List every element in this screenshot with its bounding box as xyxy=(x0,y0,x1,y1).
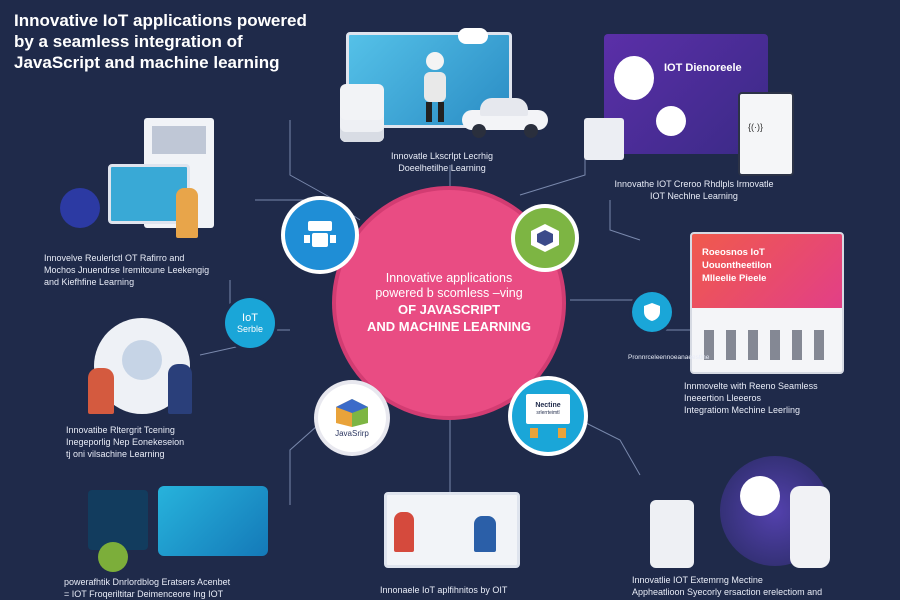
right-panel: Roeosnos IoT Uouontheetilon Mlleelie Pie… xyxy=(690,232,844,374)
node-iot-serble: IoT Serble xyxy=(225,298,275,348)
node-shield xyxy=(632,292,672,332)
sensor-ring-icon xyxy=(656,106,686,136)
caption-bottom-center: Innonaele IoT aplfihnitos by OIT xyxy=(380,585,508,595)
cloud-icon xyxy=(458,28,488,44)
hub-line-1: Innovative applications xyxy=(385,271,513,285)
caption-bottom-left: powerafhtik Dnrlordblog Eratsers Acenbet… xyxy=(64,577,231,599)
top-center-illustration xyxy=(340,24,550,144)
node-javascript: JavaSrirp xyxy=(318,384,386,452)
bottom-right-illustration xyxy=(650,456,850,576)
javascript-label: JavaSrirp xyxy=(335,429,369,438)
central-hub: Innovative applications powered b scomle… xyxy=(336,190,562,416)
robot-icon xyxy=(304,221,336,247)
javascript-logo-icon xyxy=(336,399,368,427)
hub-line-4: AND MACHINE LEARNING xyxy=(367,319,531,334)
machine-board: Nectine srlerrteimtl xyxy=(526,394,570,424)
right-panel-devices xyxy=(704,330,828,360)
iot-label: IoT xyxy=(242,311,258,324)
car-icon xyxy=(462,96,548,138)
panel-title: IOT Dienoreele xyxy=(664,62,742,74)
shield-lock-icon xyxy=(644,303,660,321)
server-stack-icon xyxy=(340,84,384,142)
hub-line-2: powered b scomless –ving xyxy=(375,286,523,300)
right-panel-title: Roeosnos IoT Uouontheetilon Mlleelie Pie… xyxy=(702,247,772,284)
phone-icon: {(·)} xyxy=(738,92,794,176)
page-title: Innovative IoT applications powered by a… xyxy=(14,11,307,72)
device-box-icon xyxy=(584,118,624,160)
cube-icon xyxy=(531,224,559,252)
bottom-center-illustration xyxy=(374,492,524,572)
middle-left-illustration xyxy=(88,318,198,418)
upper-left-illustration xyxy=(56,118,246,238)
shield-icon xyxy=(614,56,654,100)
robot-figure-icon xyxy=(420,52,450,122)
node-cube xyxy=(515,208,575,268)
node-machine: Nectine srlerrteimtl xyxy=(512,380,584,452)
node-robot xyxy=(285,200,355,270)
bottom-left-illustration xyxy=(88,480,268,580)
serble-label: Serble xyxy=(236,323,263,334)
hub-line-3: OF JAVASCRIPT xyxy=(397,302,501,317)
right-panel-tag: Pronnrceleennoeanaeestlne xyxy=(628,354,710,361)
